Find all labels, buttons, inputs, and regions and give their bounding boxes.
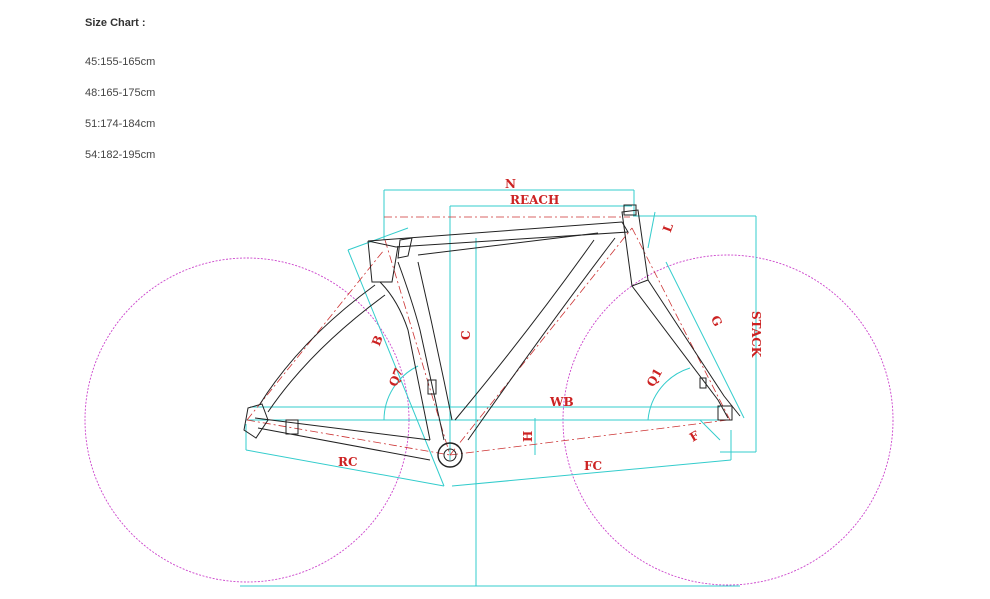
label-h: H xyxy=(521,431,535,442)
label-stack: STACK xyxy=(749,311,763,358)
dimension-lines xyxy=(240,189,757,587)
size-chart: Size Chart : 45:155-165cm 48:165-175cm 5… xyxy=(85,14,155,171)
head-angle-arc xyxy=(647,367,691,421)
size-row-45: 45:155-165cm xyxy=(85,56,156,68)
label-q7: Q7 xyxy=(386,366,406,389)
seat-angle-arc xyxy=(383,365,419,421)
bottom-bracket xyxy=(437,442,463,468)
label-reach: REACH xyxy=(510,193,559,207)
bike-frame xyxy=(243,204,741,461)
size-row-51: 51:174-184cm xyxy=(85,118,156,130)
label-l: L xyxy=(660,221,676,234)
label-n: N xyxy=(505,177,516,191)
centerlines xyxy=(246,216,731,456)
size-chart-title: Size Chart : xyxy=(85,17,146,29)
label-g: G xyxy=(708,313,725,328)
label-b: B xyxy=(369,333,386,348)
label-fc: FC xyxy=(584,459,602,473)
size-row-54: 54:182-195cm xyxy=(85,149,156,161)
label-wb: WB xyxy=(549,395,574,409)
label-f: F xyxy=(687,428,702,445)
size-row-48: 48:165-175cm xyxy=(85,87,156,99)
label-c: C xyxy=(459,330,473,340)
label-rc: RC xyxy=(338,455,358,469)
bottom-bracket-inner xyxy=(443,448,457,462)
